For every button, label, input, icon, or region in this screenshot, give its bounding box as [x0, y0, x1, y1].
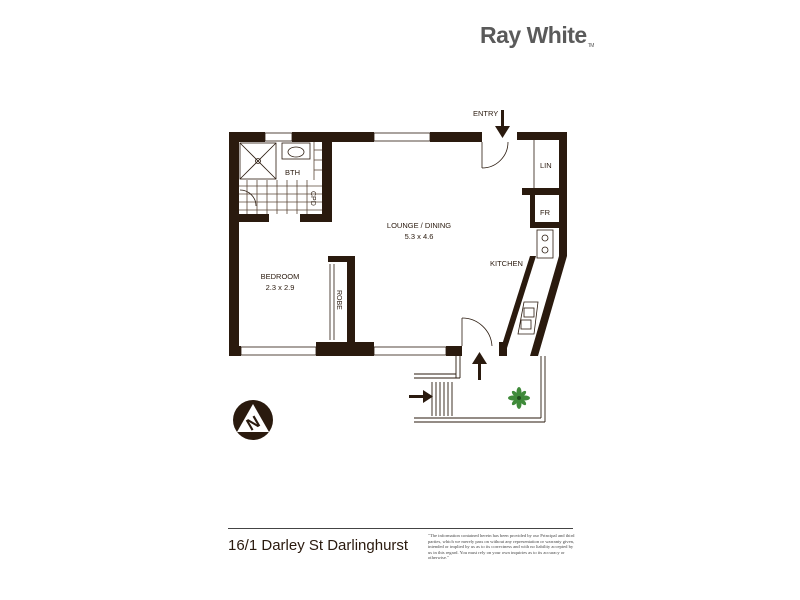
wall-lin-bottom	[522, 188, 567, 195]
window-lounge-bottom	[373, 346, 447, 356]
brand-name: Ray White	[480, 22, 587, 48]
shower-diagonal	[239, 142, 277, 180]
balcony-door	[461, 317, 493, 347]
label-bedroom-name: BEDROOM	[261, 272, 300, 281]
balcony-arrow-icon	[472, 352, 487, 380]
shower-tray	[239, 142, 277, 180]
door-swing	[481, 141, 509, 169]
plant-icon	[508, 387, 530, 409]
wall-top-right	[430, 132, 482, 142]
entry-door	[481, 141, 509, 169]
sink-bowl	[523, 307, 535, 318]
label-lounge-size: 5.3 x 4.6	[405, 232, 434, 241]
wall-bath-bottom-left	[239, 214, 269, 222]
label-entry: ENTRY	[473, 109, 498, 118]
wall-top-left	[229, 132, 265, 142]
burner	[541, 234, 549, 242]
label-robe: ROBE	[335, 290, 342, 310]
cooktop-icon	[536, 229, 554, 259]
window-lounge	[373, 132, 431, 142]
wall-robe-top	[328, 256, 355, 262]
ray-white-logo: Ray WhiteTM	[480, 22, 594, 49]
kitchen-bench-edge	[501, 256, 536, 348]
window-bedroom	[240, 346, 317, 356]
window-bath	[264, 132, 293, 142]
burner	[541, 246, 549, 254]
shower-drain-icon	[255, 158, 261, 164]
label-fridge: FR	[540, 208, 551, 217]
wall-fridge-left	[530, 195, 535, 225]
wall-bath-bottom-right	[300, 214, 332, 222]
wall-bottom-kitchen	[499, 342, 507, 356]
label-cpd: CPD	[309, 191, 316, 206]
brand-trademark: TM	[587, 43, 595, 49]
wall-top-middle	[292, 132, 374, 142]
kitchen-appliances	[517, 229, 554, 335]
wall-bottom-robe	[316, 342, 374, 356]
bath-tiles	[239, 142, 322, 214]
label-bedroom-size: 2.3 x 2.9	[266, 283, 295, 292]
wall-left	[229, 132, 239, 356]
wall-bottom-left	[229, 346, 241, 356]
wall-top-lin	[517, 132, 567, 140]
wall-fridge-bottom	[530, 222, 567, 228]
shower-screen	[239, 189, 257, 207]
door-swing	[461, 317, 493, 347]
label-kitchen: KITCHEN	[490, 259, 523, 268]
label-lounge-name: LOUNGE / DINING	[387, 221, 451, 230]
footer-divider	[228, 528, 573, 529]
shower	[239, 142, 277, 207]
property-address: 16/1 Darley St Darlinghurst	[228, 537, 409, 554]
wall-right-diagonal	[530, 256, 567, 356]
balcony	[414, 356, 546, 423]
basin-counter	[281, 142, 311, 160]
wall-bottom-door	[446, 346, 462, 356]
label-bath: BTH	[285, 168, 300, 177]
label-lin: LIN	[540, 161, 552, 170]
windows	[240, 132, 535, 356]
walls	[229, 132, 567, 356]
north-compass-icon: N	[233, 400, 273, 440]
sink-bowl	[520, 319, 532, 330]
stair-arrow-icon	[409, 390, 433, 403]
basin	[281, 142, 311, 160]
arrows	[409, 110, 510, 403]
wall-robe-right	[347, 256, 355, 351]
sink-icon	[517, 301, 539, 335]
disclaimer-text: "The information contained herein has be…	[428, 533, 575, 561]
wall-bath-right	[322, 140, 332, 222]
entry-arrow-icon	[495, 110, 510, 138]
basin-bowl-icon	[287, 146, 305, 158]
